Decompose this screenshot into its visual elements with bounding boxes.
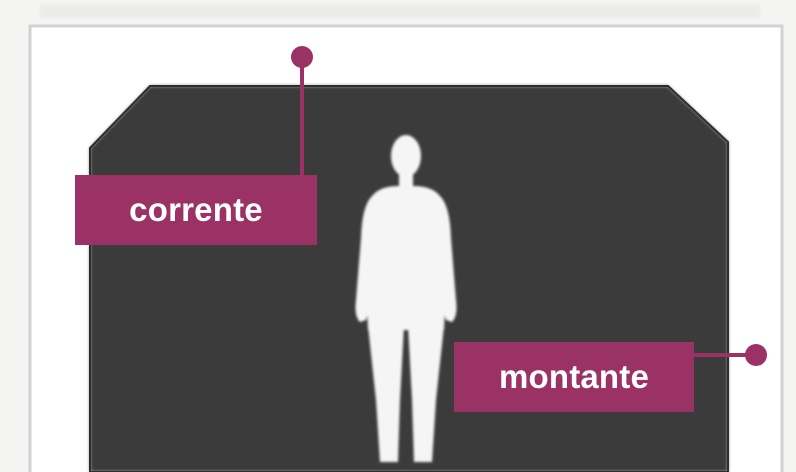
human-silhouette-icon [355,135,457,462]
gate-panel-edge [89,85,729,472]
corrente-pointer-dot [291,46,313,68]
corrente-label-text: corrente [129,191,263,228]
corrente-label: corrente [75,175,317,245]
montante-pointer-dot [745,344,767,366]
montante-label-text: montante [498,358,650,395]
montante-label: montante [454,342,694,412]
scan-edge [40,4,760,18]
